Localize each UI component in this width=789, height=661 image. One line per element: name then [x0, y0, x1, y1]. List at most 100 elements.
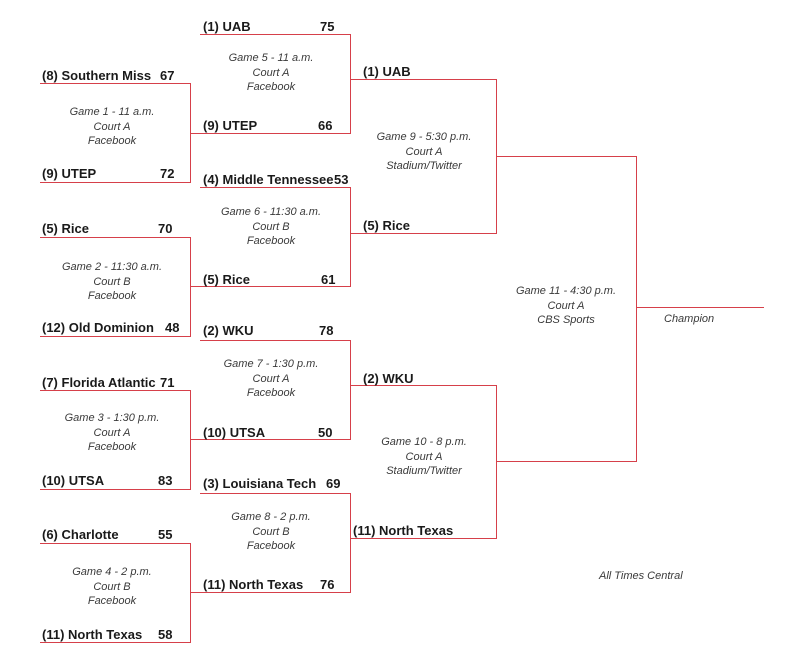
game-court: Court A [405, 145, 443, 158]
team-score: 48 [165, 320, 180, 335]
game-time: Game 2 - 11:30 a.m. [61, 261, 163, 273]
team-name: (2) WKU [203, 323, 254, 338]
team-name: (11) North Texas [42, 627, 143, 642]
team-name: (8) Southern Miss [42, 68, 152, 83]
bracket-line [200, 493, 351, 494]
game-network: Facebook [246, 235, 296, 247]
team-name: (5) Rice [363, 218, 410, 233]
game-court: Court B [252, 525, 290, 538]
team-score: 70 [158, 221, 173, 236]
game-court: Court A [93, 120, 131, 133]
game-time: Game 10 - 8 p.m. [381, 436, 467, 448]
game-time: Game 8 - 2 p.m. [231, 511, 311, 523]
bracket-line [350, 233, 497, 234]
team-name: (4) Middle Tennessee [203, 172, 334, 187]
team-score: 78 [319, 323, 334, 338]
bracket-line [200, 34, 351, 35]
bracket-line [40, 182, 191, 183]
bracket-line [496, 461, 637, 462]
game-court: Court A [252, 66, 290, 79]
game-info: Game 2 - 11:30 a.m. Court B Facebook [52, 260, 172, 304]
team-score: 50 [318, 425, 333, 440]
game-info: Game 6 - 11:30 a.m. Court B Facebook [211, 205, 331, 249]
game-info: Game 8 - 2 p.m. Court B Facebook [211, 510, 331, 554]
game-info: Game 9 - 5:30 p.m. Court A Stadium/Twitt… [364, 130, 484, 174]
bracket-line [190, 83, 191, 182]
champion-label: Champion [664, 313, 715, 325]
game-time: Game 3 - 1:30 p.m. [64, 412, 160, 424]
team-name: (3) Louisiana Tech [203, 476, 317, 491]
game-network: Facebook [246, 81, 296, 93]
game-time: Game 7 - 1:30 p.m. [223, 358, 319, 370]
bracket-line [350, 340, 351, 439]
game-time: Game 9 - 5:30 p.m. [376, 131, 472, 143]
bracket-line [496, 156, 637, 157]
team-score: 53 [334, 172, 349, 187]
team-name: (12) Old Dominion [42, 320, 154, 335]
game-court: Court A [252, 372, 290, 385]
game-court: Court B [252, 220, 290, 233]
team-name: (6) Charlotte [42, 527, 119, 542]
bracket-line [350, 493, 351, 592]
game-court: Court A [547, 299, 585, 312]
team-score: 67 [160, 68, 175, 83]
bracket-line [40, 390, 191, 391]
bracket-line [636, 156, 637, 462]
game-court: Court B [93, 580, 131, 593]
bracket-line [350, 187, 351, 286]
bracket-line [190, 133, 351, 134]
bracket-line [40, 83, 191, 84]
game-network: CBS Sports [537, 314, 595, 326]
bracket-line [350, 34, 351, 133]
bracket-line [200, 340, 351, 341]
game-network: Stadium/Twitter [386, 160, 462, 172]
game-court: Court A [405, 450, 443, 463]
game-court: Court A [93, 426, 131, 439]
game-info: Game 11 - 4:30 p.m. Court A CBS Sports [506, 284, 626, 328]
game-time: Game 5 - 11 a.m. [228, 52, 314, 64]
game-network: Facebook [87, 441, 137, 453]
bracket-line [190, 286, 351, 287]
bracket-line [40, 543, 191, 544]
bracket-line [496, 385, 497, 539]
team-name: (9) UTEP [203, 118, 258, 133]
team-score: 83 [158, 473, 173, 488]
team-name: (11) North Texas [203, 577, 304, 592]
bracket-line [40, 489, 191, 490]
team-score: 71 [160, 375, 175, 390]
game-network: Facebook [87, 595, 137, 607]
team-name: (11) North Texas [353, 523, 454, 538]
bracket-line [350, 79, 497, 80]
game-network: Facebook [246, 540, 296, 552]
game-network: Facebook [246, 387, 296, 399]
times-note: All Times Central [599, 570, 683, 582]
game-info: Game 4 - 2 p.m. Court B Facebook [52, 565, 172, 609]
team-name: (10) UTSA [42, 473, 105, 488]
game-network: Facebook [87, 135, 137, 147]
bracket-line [200, 187, 351, 188]
game-info: Game 1 - 11 a.m. Court A Facebook [52, 105, 172, 149]
game-time: Game 4 - 2 p.m. [72, 566, 152, 578]
team-name: (9) UTEP [42, 166, 97, 181]
bracket-line [350, 385, 497, 386]
bracket-line [40, 336, 191, 337]
game-info: Game 5 - 11 a.m. Court A Facebook [211, 51, 331, 95]
game-network: Stadium/Twitter [386, 465, 462, 477]
game-network: Facebook [87, 290, 137, 302]
team-name: (1) UAB [203, 19, 251, 34]
game-info: Game 3 - 1:30 p.m. Court A Facebook [52, 411, 172, 455]
game-info: Game 7 - 1:30 p.m. Court A Facebook [211, 357, 331, 401]
team-name: (5) Rice [42, 221, 89, 236]
team-name: (2) WKU [363, 371, 414, 386]
game-time: Game 6 - 11:30 a.m. [220, 206, 322, 218]
bracket-line [350, 538, 497, 539]
bracket-line [636, 307, 764, 308]
team-score: 58 [158, 627, 173, 642]
team-score: 72 [160, 166, 175, 181]
bracket-line [190, 592, 351, 593]
team-score: 66 [318, 118, 333, 133]
team-score: 69 [326, 476, 341, 491]
team-name: (10) UTSA [203, 425, 266, 440]
game-time: Game 1 - 11 a.m. [69, 106, 155, 118]
